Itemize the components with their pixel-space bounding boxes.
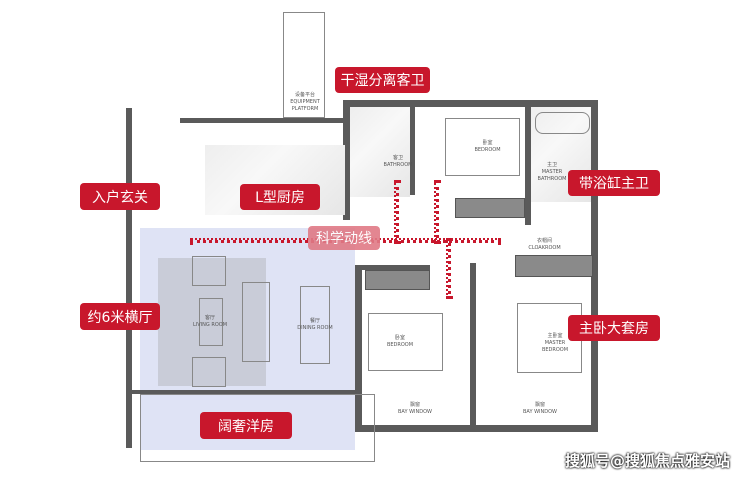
label: 飘窗 [534,402,545,408]
label: 客卫 [392,155,403,161]
wall [355,265,430,270]
armchair [192,357,226,387]
watermark: 搜狐号@搜狐焦点雅安站 [564,452,730,470]
label: BEDROOM [474,147,501,153]
label: BATHROOM [383,162,413,168]
label: BATHROOM [537,176,567,182]
balcony-rail [140,394,375,462]
flow-line [446,238,451,299]
wall [470,263,476,428]
tag-circulation: 科学动线 [308,226,380,250]
tag-living-hall: 约6米横厅 [80,303,160,330]
label: 主卫 [546,162,557,168]
wall [180,118,345,123]
armchair [192,256,226,286]
label: DINING ROOM [297,325,333,331]
label: 衣帽间 [536,238,552,244]
dining-table [300,286,330,364]
label: 设备平台 [294,92,315,98]
label: BEDROOM [386,342,414,348]
tag-master-bathroom: 带浴缸主卫 [568,170,660,196]
wall [355,425,598,432]
wall [591,100,598,430]
tag-guest-bathroom: 干湿分离客卫 [335,67,430,93]
label: BAY WINDOW [398,409,432,415]
label: MASTER [544,340,566,346]
wall [130,390,360,394]
tag-master-suite: 主卧大套房 [568,315,660,341]
label: LIVING ROOM [192,322,228,328]
closet [515,255,593,277]
bathtub [535,112,590,134]
sofa [242,282,270,362]
label: 飘窗 [409,402,420,408]
label: CLOAKROOM [528,245,561,251]
wall [343,100,350,220]
label: 餐厅 [309,318,320,324]
wall [410,100,415,195]
label: 卧室 [482,140,493,146]
flow-line [394,180,399,244]
label: MASTER [541,169,563,175]
bed [445,118,520,176]
label: 主卧室 [547,333,563,339]
label: EQUIPMENT [290,99,320,105]
closet [455,198,525,218]
tag-entry: 入户玄关 [80,183,160,210]
equipment-platform [283,12,325,118]
label: BAY WINDOW [523,409,557,415]
tag-bungalow: 阔奢洋房 [200,412,292,439]
guest-bathroom-floor [350,107,410,197]
label: 卧室 [394,335,405,341]
bed [368,313,443,371]
label: PLATFORM [291,106,319,112]
closet [365,270,430,290]
coffee-table [199,298,223,346]
wall [126,108,132,448]
flow-line [434,180,439,244]
tag-kitchen: L型厨房 [240,184,320,210]
label: BEDROOM [541,347,569,353]
living-rug [158,258,266,386]
wall [355,265,362,430]
wall [343,100,593,107]
label: 客厅 [204,315,215,321]
wall [525,100,531,225]
